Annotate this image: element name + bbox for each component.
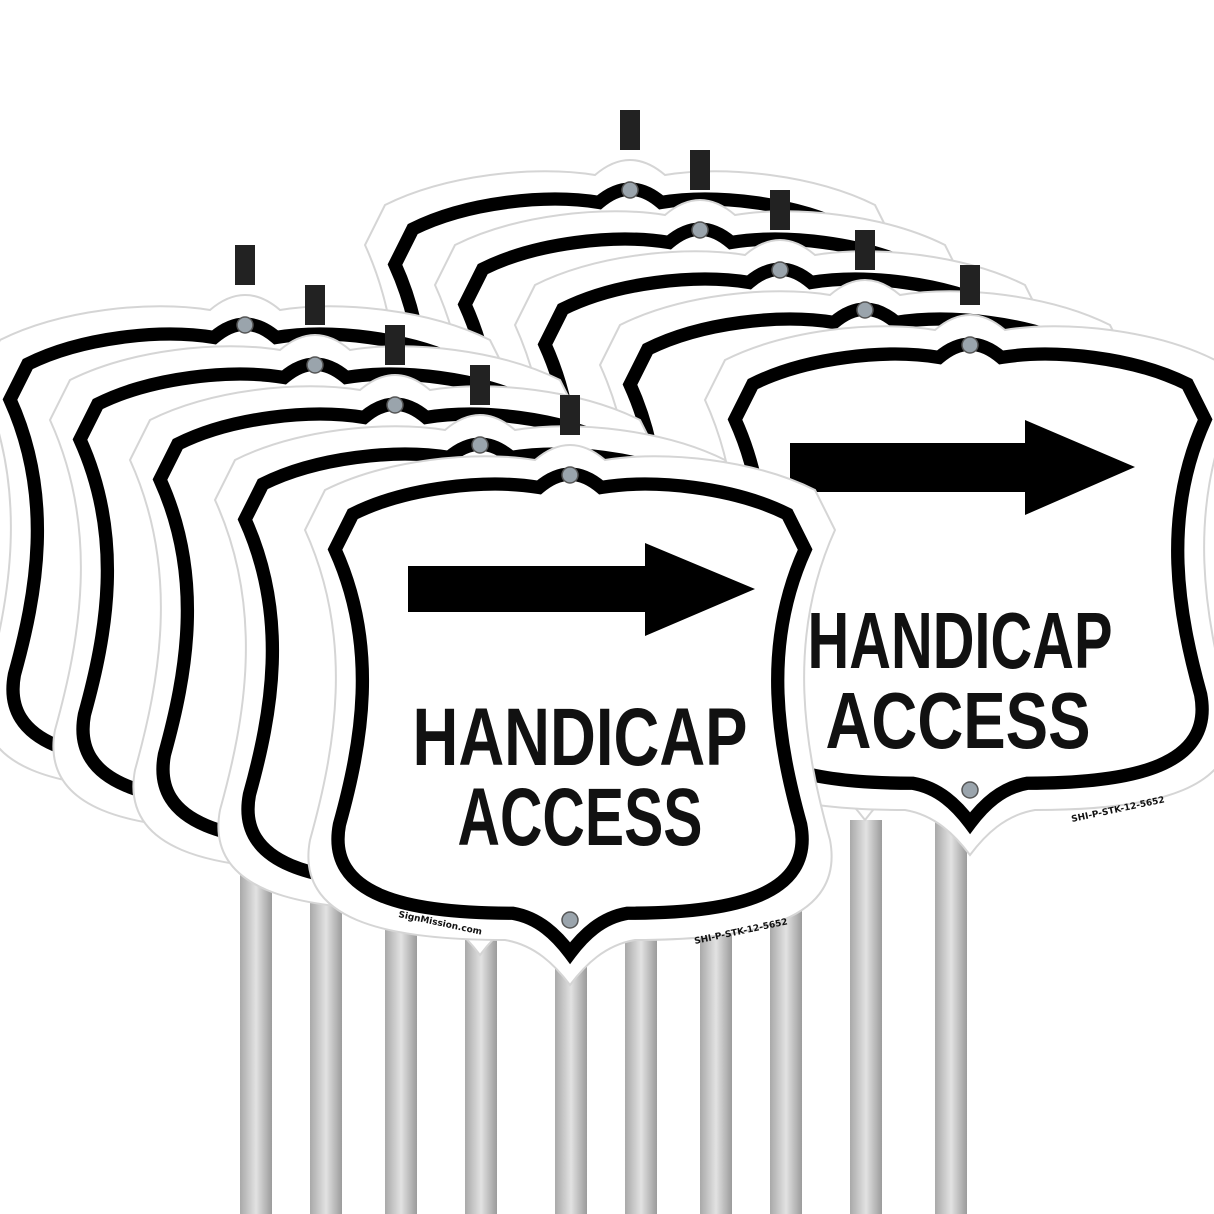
- arrow-right-icon: [790, 420, 1135, 515]
- sign-right: HANDICAP ACCESS SHI-P-STK-12-5652: [705, 265, 1214, 855]
- arrow-right-icon: [408, 543, 755, 636]
- stakes: [240, 800, 967, 1214]
- sign-line1: HANDICAP: [808, 596, 1113, 685]
- sign-line1: HANDICAP: [413, 692, 748, 783]
- sign-front: HANDICAP ACCESS SignMission.com SHI-P-ST…: [305, 395, 835, 985]
- sign-line2: ACCESS: [458, 772, 703, 863]
- sign-line2: ACCESS: [826, 676, 1091, 765]
